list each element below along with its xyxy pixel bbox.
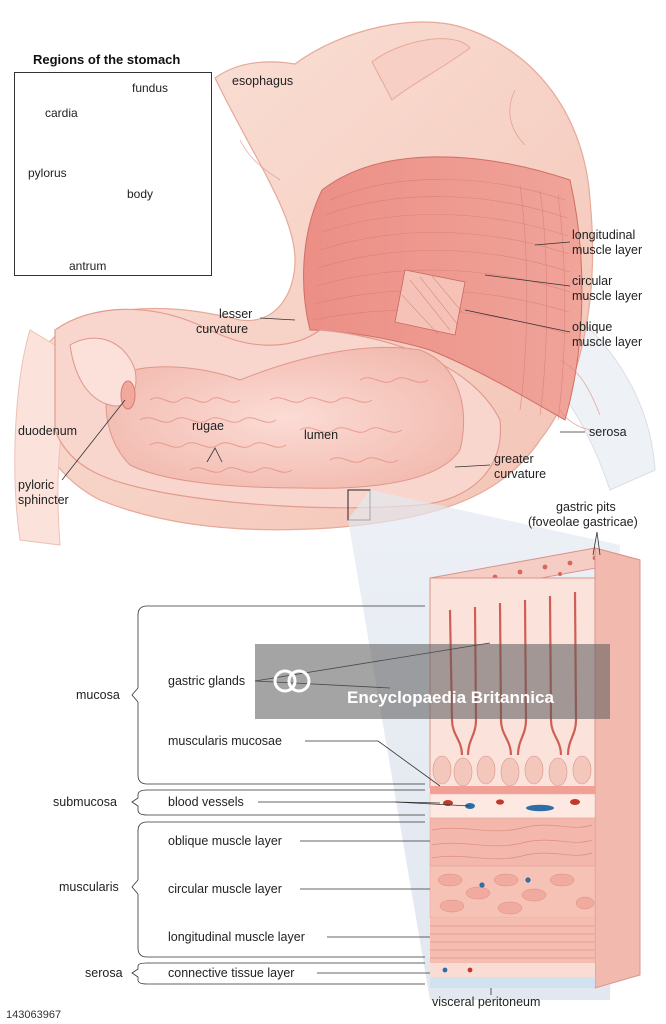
label-circular-layer: circular muscle layer	[168, 882, 282, 896]
inset-label-fundus: fundus	[132, 81, 169, 95]
label-greater-1: greater	[494, 452, 534, 466]
label-rugae: rugae	[192, 419, 224, 433]
label-gastric-pits-2: (foveolae gastricae)	[528, 515, 638, 529]
label-longitudinal-2: muscle layer	[572, 243, 643, 257]
inset-label-cardia: cardia	[45, 106, 78, 120]
label-serosa: serosa	[589, 425, 627, 439]
label-oblique-1: oblique	[572, 320, 613, 334]
tissue-submucosa	[429, 793, 596, 819]
image-reference: 143063967	[0, 1006, 68, 1024]
label-serosa-layer: serosa	[85, 966, 123, 980]
label-mucosa: mucosa	[76, 688, 120, 702]
label-gastric-pits-1: gastric pits	[556, 500, 616, 514]
label-gastric-glands: gastric glands	[168, 674, 246, 688]
brand-logo-icon	[273, 669, 311, 693]
pyloric-sphincter	[120, 380, 136, 410]
label-lesser-1: lesser	[219, 307, 253, 321]
label-oblique-2: muscle layer	[572, 335, 643, 349]
label-duodenum: duodenum	[18, 424, 78, 438]
label-connective: connective tissue layer	[168, 966, 295, 980]
esophagus	[371, 38, 471, 101]
label-visceral: visceral peritoneum	[432, 995, 541, 1009]
label-greater-2: curvature	[494, 467, 547, 481]
watermark-banner: Encyclopaedia Britannica	[255, 644, 610, 719]
inset-label-antrum: antrum	[69, 259, 107, 273]
tissue-visceral	[430, 977, 595, 988]
label-blood-vessels: blood vessels	[168, 795, 244, 809]
label-esophagus: esophagus	[232, 74, 294, 88]
label-lumen: lumen	[304, 428, 339, 442]
tissue-longitudinal	[430, 918, 595, 963]
label-circular-1: circular	[572, 274, 613, 288]
inset-label-body: body	[127, 187, 154, 201]
label-pyloric-1: pyloric	[18, 478, 55, 492]
layer-brackets	[131, 605, 425, 985]
label-oblique-layer: oblique muscle layer	[168, 834, 282, 848]
label-muscularis-mucosae: muscularis mucosae	[168, 734, 282, 748]
label-circular-2: muscle layer	[572, 289, 643, 303]
lumen	[105, 346, 465, 489]
label-submucosa: submucosa	[53, 795, 117, 809]
label-longitudinal-1: longitudinal	[572, 228, 636, 242]
inset-label-pylorus: pylorus	[28, 166, 67, 180]
inset-title: Regions of the stomach	[33, 52, 181, 67]
label-lesser-2: curvature	[196, 322, 249, 336]
tissue-side	[594, 547, 641, 989]
label-longitudinal-layer: longitudinal muscle layer	[168, 930, 305, 944]
label-muscularis: muscularis	[59, 880, 119, 894]
tissue-muscularis-mucosae	[430, 786, 595, 794]
label-pyloric-2: sphincter	[18, 493, 69, 507]
watermark-brand: Encyclopaedia Britannica	[347, 688, 554, 707]
oblique-patch	[394, 269, 466, 336]
tissue-connective	[430, 963, 595, 977]
inset-frame	[14, 72, 212, 276]
